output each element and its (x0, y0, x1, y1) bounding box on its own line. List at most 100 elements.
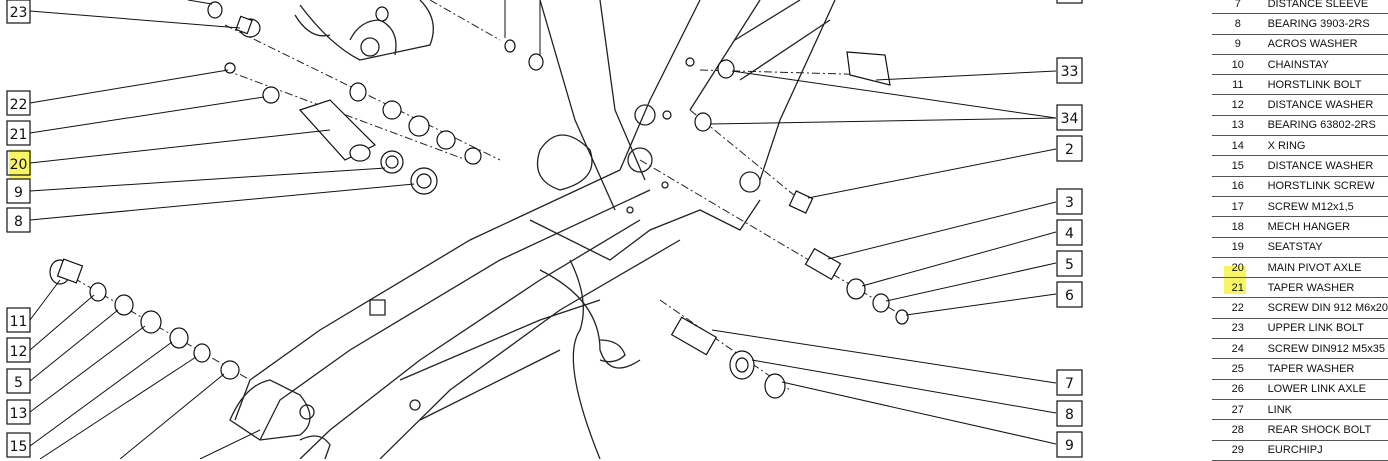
callout-9-left: 9 (6, 178, 31, 204)
part-number: 24 (1212, 338, 1264, 360)
svg-text:8: 8 (1065, 407, 1074, 423)
callout-8-right: 8 (1056, 400, 1083, 427)
part-number: 21 (1212, 277, 1264, 299)
part-number: 29 (1212, 440, 1264, 461)
part-number: 28 (1212, 419, 1264, 441)
part-description: SCREW DIN912 M5x35 (1263, 338, 1388, 360)
part-number: 26 (1212, 379, 1264, 400)
callout-11: 11 (6, 307, 31, 333)
part-description: ACROS WASHER (1263, 34, 1388, 55)
part-description: MECH HANGER (1263, 216, 1388, 238)
part-description: SCREW DIN 912 M6x20 (1263, 297, 1388, 319)
svg-text:13: 13 (10, 406, 28, 422)
svg-text:11: 11 (10, 314, 28, 330)
part-number: 10 (1212, 54, 1264, 76)
leader-lines (29, 0, 1057, 459)
callouts-right: 33 34 2 3 4 5 6 7 (1056, 0, 1083, 458)
callout-2: 2 (1056, 135, 1083, 162)
svg-text:6: 6 (1065, 288, 1074, 304)
part-number: 7 (1212, 0, 1264, 15)
part-description: DISTANCE SLEEVE (1263, 0, 1388, 15)
callout-6: 6 (1056, 281, 1083, 308)
callout-5-left: 5 (6, 368, 31, 394)
part-description: MAIN PIVOT AXLE (1263, 257, 1388, 279)
part-number: 27 (1212, 399, 1264, 421)
svg-text:8: 8 (14, 214, 23, 230)
svg-text:34: 34 (1061, 111, 1079, 127)
part-number: 22 (1212, 297, 1264, 319)
callout-7: 7 (1056, 369, 1083, 396)
part-number: 18 (1212, 216, 1264, 238)
part-description: LINK (1263, 399, 1388, 421)
callout-23: 23 (6, 0, 31, 24)
small-parts (49, 1, 909, 399)
svg-text:33: 33 (1061, 64, 1079, 80)
svg-text:22: 22 (10, 97, 28, 113)
part-description: DISTANCE WASHER (1263, 94, 1388, 116)
part-number: 23 (1212, 318, 1264, 340)
part-number: 9 (1212, 34, 1264, 55)
part-number: 25 (1212, 358, 1264, 380)
svg-text:5: 5 (14, 375, 23, 391)
svg-text:21: 21 (10, 127, 28, 143)
part-number: 14 (1212, 135, 1264, 157)
frame-drawing (229, 0, 836, 459)
callout-34: 34 (1056, 104, 1083, 131)
part-number: 16 (1212, 176, 1264, 197)
svg-text:5: 5 (1065, 257, 1074, 273)
svg-text:3: 3 (1065, 195, 1074, 211)
callout-partial-top (1056, 0, 1083, 4)
callouts-left: 23 22 21 20 9 8 11 12 (6, 0, 31, 458)
callout-9-right: 9 (1056, 431, 1083, 458)
svg-text:4: 4 (1065, 226, 1074, 242)
part-description: BEARING 3903-2RS (1263, 13, 1388, 35)
callout-5-right: 5 (1056, 250, 1083, 277)
highlight-callout-20 (9, 149, 31, 179)
part-description: SCREW M12x1,5 (1263, 196, 1388, 218)
svg-text:23: 23 (10, 5, 28, 21)
part-description: DISTANCE WASHER (1263, 155, 1388, 177)
part-description: LOWER LINK AXLE (1263, 379, 1388, 400)
part-description: TAPER WASHER (1263, 358, 1388, 380)
svg-text:9: 9 (14, 185, 23, 201)
callout-22: 22 (6, 90, 31, 116)
svg-text:2: 2 (1065, 142, 1074, 158)
part-description: UPPER LINK BOLT (1263, 318, 1388, 340)
part-number: 17 (1212, 196, 1264, 218)
part-number: 19 (1212, 237, 1264, 258)
part-number: 12 (1212, 94, 1264, 116)
part-description: HORSTLINK SCREW (1263, 176, 1388, 197)
part-number: 11 (1212, 74, 1264, 96)
callout-8-left: 8 (6, 207, 31, 233)
callout-20: 20 (6, 150, 31, 176)
callout-21: 21 (6, 120, 31, 146)
center-lines (59, 0, 911, 391)
part-description: BEARING 63802-2RS (1263, 115, 1388, 137)
callout-4: 4 (1056, 219, 1083, 246)
part-description: SEATSTAY (1263, 237, 1388, 258)
svg-text:12: 12 (10, 344, 28, 360)
svg-text:20: 20 (10, 157, 28, 173)
callout-33: 33 (1056, 57, 1083, 84)
